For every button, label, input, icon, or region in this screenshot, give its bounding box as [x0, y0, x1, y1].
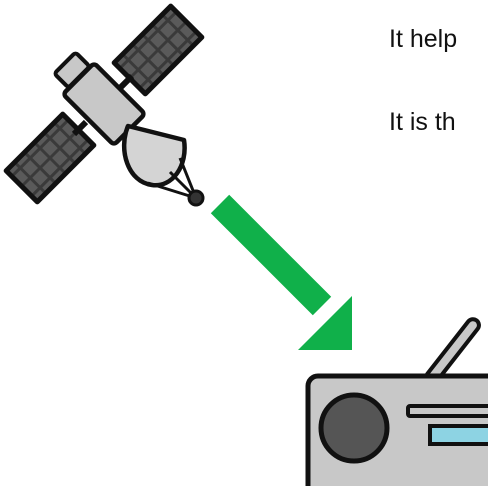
- satellite-icon: [6, 6, 203, 205]
- down-right-arrow: [220, 204, 352, 350]
- text-line-1: It help: [389, 24, 457, 54]
- text-line-2: It is th: [389, 107, 456, 137]
